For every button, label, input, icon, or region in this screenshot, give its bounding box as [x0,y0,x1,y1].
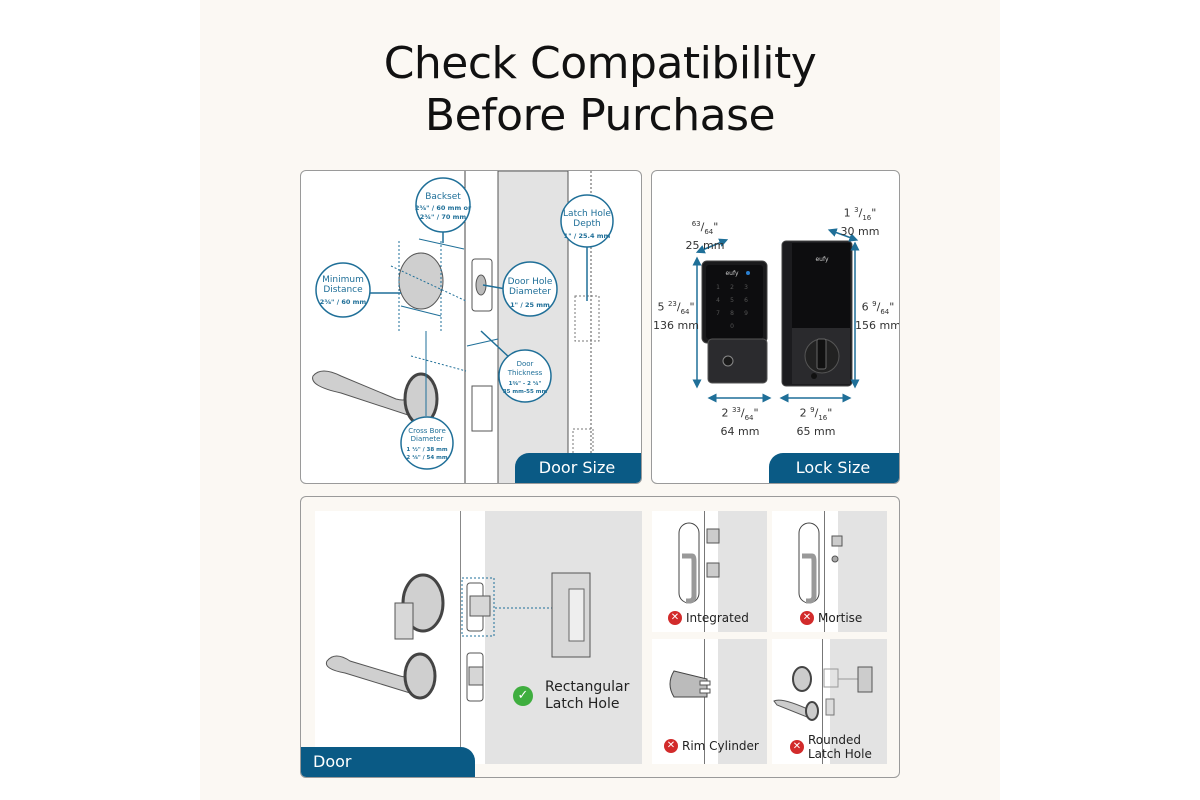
svg-text:Depth: Depth [573,219,600,229]
lock-size-tag: Lock Size [769,453,899,483]
unsupported-integrated-card: ✕Integrated [652,511,767,632]
svg-text:eufy: eufy [815,256,829,263]
infographic-canvas: Check Compatibility Before Purchase [200,0,1000,800]
svg-text:Backset: Backset [425,192,461,202]
keypad-key: 8 [730,310,734,317]
svg-text:Latch Hole: Latch Hole [563,209,611,219]
svg-text:35 mm-55 mm: 35 mm-55 mm [503,389,548,395]
mortise-label: ✕Mortise [800,611,862,625]
door-size-panel: Backset 2⅜" / 60 mm or 2¾" / 70 mm Minim… [300,170,642,484]
unsupported-rim-cylinder-card: ✕Rim Cylinder [652,639,767,764]
svg-text:Diameter: Diameter [411,435,444,443]
door-size-diagram: Backset 2⅜" / 60 mm or 2¾" / 70 mm Minim… [312,171,614,483]
minimum-distance-callout: Minimum Distance 2⅜" / 60 mm [315,262,371,318]
keypad-key: 5 [730,297,734,304]
keypad-key: 6 [744,297,748,304]
lock-size-panel: eufy 1 2 3 4 5 6 7 8 9 0 eufy [651,170,900,484]
door-edge [497,171,569,483]
svg-text:Diameter: Diameter [509,287,551,297]
svg-text:Door: Door [517,360,534,368]
unsupported-mortise-card: ✕Mortise [772,511,887,632]
keypad-key: 2 [730,284,734,291]
x-icon: ✕ [668,611,682,625]
svg-text:1⅜" - 2 ¼": 1⅜" - 2 ¼" [509,381,542,387]
svg-text:1 ½" / 38 mm: 1 ½" / 38 mm [406,446,447,453]
check-icon: ✓ [513,686,533,706]
front-height-dim: 5 23/64"136 mm [653,300,699,332]
cross-bore-diameter-callout: Cross Bore Diameter 1 ½" / 38 mm 2 ⅛" / … [400,416,454,470]
x-icon: ✕ [790,740,804,754]
keypad-key: 0 [730,323,734,330]
integrated-lock-illustration [678,522,720,604]
title-line-1: Check Compatibility [383,38,817,89]
door-thickness-callout: Door Thickness 1⅜" - 2 ¼" 35 mm-55 mm [498,349,552,403]
back-depth-dim: 1 3/16"30 mm [840,206,880,238]
back-height-dim: 6 9/64"156 mm [855,300,900,332]
lock-back-unit: eufy [781,240,853,387]
svg-text:2⅜" / 60 mm or: 2⅜" / 60 mm or [415,204,472,212]
door-compatibility-tag: Door Compatibility [301,747,475,777]
lock-size-diagram: eufy 1 2 3 4 5 6 7 8 9 0 eufy [692,228,860,403]
x-icon: ✕ [800,611,814,625]
x-icon: ✕ [664,739,678,753]
mortise-lock-illustration [798,522,843,604]
keypad-key: 3 [744,284,748,291]
front-width-dim: 2 33/64"64 mm [720,406,760,438]
svg-text:Thickness: Thickness [507,369,543,377]
svg-text:1" / 25.4 mm: 1" / 25.4 mm [564,232,611,240]
rounded-latch-illustration [773,666,873,721]
door-hole-diameter-callout: Door Hole Diameter 1" / 25 mm [502,261,558,317]
page-title: Check Compatibility Before Purchase [200,38,1000,142]
svg-text:1" / 25 mm: 1" / 25 mm [510,301,550,309]
svg-text:2⅜" / 60 mm: 2⅜" / 60 mm [320,298,367,306]
svg-text:2¾" / 70 mm: 2¾" / 70 mm [420,213,467,221]
front-depth-dim: 63/64"25 mm [685,220,725,252]
supported-latch-diagram [325,572,591,702]
svg-text:eufy: eufy [725,270,739,277]
keypad-key: 9 [744,310,748,317]
deadbolt-hole [398,252,444,310]
title-line-2: Before Purchase [424,90,776,141]
svg-text:Distance: Distance [323,285,363,295]
keypad-key: 1 [716,284,720,291]
integrated-label: ✕Integrated [668,611,749,625]
svg-text:Cross Bore: Cross Bore [408,427,446,435]
keypad-key: 7 [716,310,720,317]
keypad-lock-front: eufy 1 2 3 4 5 6 7 8 9 0 [701,260,768,384]
latch-hole-depth-callout: Latch Hole Depth 1" / 25.4 mm [560,194,614,248]
rim-cylinder-label: ✕Rim Cylinder [664,739,759,753]
svg-text:2 ⅛" / 54 mm: 2 ⅛" / 54 mm [406,455,447,461]
backset-callout: Backset 2⅜" / 60 mm or 2¾" / 70 mm [415,177,472,233]
svg-text:Door Hole: Door Hole [508,277,553,287]
keypad-key: 4 [716,297,720,304]
rim-cylinder-illustration [669,670,711,698]
back-width-dim: 2 9/16"65 mm [796,406,836,438]
svg-text:Minimum: Minimum [322,275,364,285]
door-size-tag: Door Size [515,453,641,483]
